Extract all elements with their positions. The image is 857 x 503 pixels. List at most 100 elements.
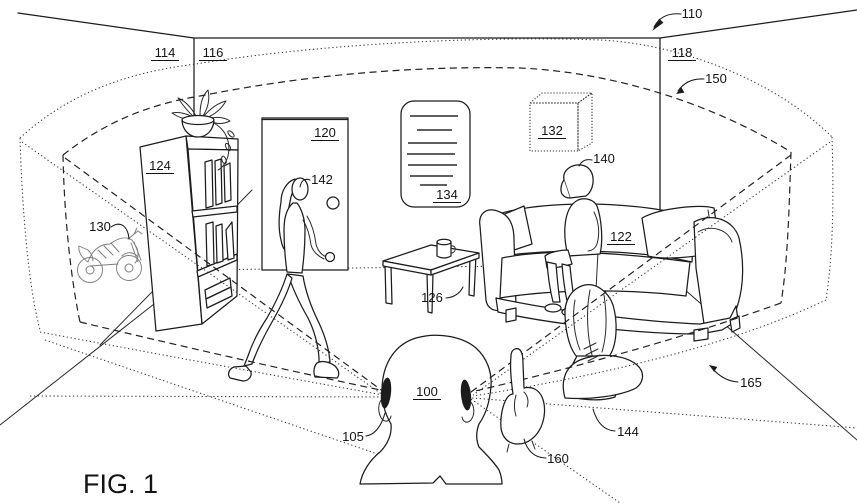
ref-132: 132	[538, 123, 566, 140]
ref-label-142: 142	[311, 172, 333, 187]
ref-label-100: 100	[416, 384, 438, 399]
inner-boundary-bottom-left	[79, 321, 386, 392]
man-shin	[546, 261, 561, 303]
plant-leaf	[202, 100, 227, 119]
user-head	[359, 334, 503, 485]
pointing-hand	[500, 348, 546, 453]
ref-label-114: 114	[155, 45, 176, 60]
hanging-plant	[171, 89, 235, 171]
cube-front-face	[529, 102, 579, 152]
motorcycle-front-hub	[124, 263, 134, 273]
headset-left-temple	[380, 377, 392, 409]
ceiling-edge-right	[659, 9, 857, 39]
ref-label-124: 124	[149, 158, 171, 173]
books-middle-shelf	[205, 221, 235, 267]
ref-label-130: 130	[89, 219, 111, 234]
inner-boundary-right-edge	[780, 151, 792, 304]
ref-120: 120	[311, 125, 339, 142]
plant-bowl	[181, 120, 215, 138]
man-arm	[587, 211, 600, 252]
woman-arm-inner	[302, 219, 325, 260]
mug-body	[436, 241, 452, 259]
walking-woman	[228, 177, 340, 382]
headset-temples	[380, 377, 472, 411]
outer-boundary-left-edge	[19, 137, 41, 331]
woman-arm	[306, 215, 328, 258]
girl-leg	[562, 354, 644, 400]
outer-boundary-bottom-right	[472, 299, 827, 397]
hand-outline	[500, 348, 546, 445]
ref-134: 134	[433, 187, 461, 204]
ref-122: 122	[607, 229, 635, 246]
couch-arm-right-roll	[697, 227, 733, 243]
leader-142	[299, 178, 311, 188]
head-silhouette	[359, 334, 503, 485]
woman-torso	[283, 202, 306, 274]
ref-label-134: 134	[436, 187, 458, 202]
sight-ray-left-horizontal	[29, 395, 384, 398]
ref-label-110: 110	[682, 6, 703, 21]
right-ear	[461, 399, 475, 423]
couch-foot	[505, 307, 517, 323]
floating-cube	[528, 91, 594, 152]
floor-edge-right	[659, 267, 857, 441]
leader-105	[365, 412, 386, 437]
ref-label-160: 160	[547, 451, 569, 466]
plant-leaf	[206, 116, 231, 124]
table-top-edge-right	[430, 252, 480, 276]
ref-label-122: 122	[610, 229, 632, 244]
plant-vine	[213, 122, 230, 171]
man-shoe	[544, 303, 562, 313]
girl-hair-strand	[587, 289, 593, 356]
poster-text-lines	[407, 115, 458, 186]
ref-label-144: 144	[617, 424, 639, 439]
motorcycle-handlebar	[127, 227, 143, 240]
leader-150	[677, 78, 705, 92]
girl-sock-stripe	[583, 342, 601, 362]
coffee-table	[382, 238, 480, 314]
leader-130	[110, 223, 130, 240]
inner-boundary-left-edge	[62, 154, 81, 323]
ref-118: 118	[668, 45, 696, 62]
ref-label-165: 165	[740, 375, 762, 390]
motorcycle-tail	[78, 245, 94, 263]
wall-poster	[400, 100, 471, 208]
couch	[479, 203, 744, 342]
leader-144	[592, 408, 616, 432]
mug-rim	[436, 238, 452, 246]
outer-boundary-right-edge	[825, 136, 834, 301]
arrowhead-150	[676, 87, 685, 94]
woman-front-leg	[287, 273, 331, 365]
woman-fist	[324, 251, 336, 263]
motorcycle-fork	[130, 241, 142, 263]
inner-boundary-top-arc	[62, 67, 792, 156]
woman-back-shoe	[228, 365, 252, 382]
plant-leaf	[177, 97, 197, 118]
motorcycle-rear-hub	[85, 265, 95, 275]
woman-back-leg	[243, 273, 293, 367]
headset-right-temple	[460, 379, 472, 411]
sight-ray-left-diagonal	[21, 141, 384, 396]
outer-boundary-top-arc	[19, 38, 833, 139]
ref-label-126: 126	[421, 290, 443, 305]
left-ear	[378, 397, 392, 422]
bookshelf-shelf-1	[191, 205, 238, 218]
arrowhead-110	[652, 18, 664, 31]
ref-label-118: 118	[672, 45, 693, 60]
ref-label-150: 150	[705, 71, 727, 86]
books-top-shelf	[204, 158, 232, 209]
woman-front-shoe	[313, 360, 340, 379]
ref-label-132: 132	[541, 123, 563, 138]
leader-lines	[110, 13, 739, 459]
bookshelf-shelf-2	[196, 253, 238, 278]
arrowhead-165	[709, 365, 718, 372]
sight-ray-under-head	[44, 339, 431, 473]
leader-110	[653, 13, 682, 28]
plant-vine-leaf	[224, 142, 232, 152]
leader-126	[445, 286, 464, 299]
cube-top-face	[528, 92, 594, 104]
hand-knuckle-lines	[514, 391, 529, 417]
inner-boundary-bottom-right	[470, 302, 782, 393]
